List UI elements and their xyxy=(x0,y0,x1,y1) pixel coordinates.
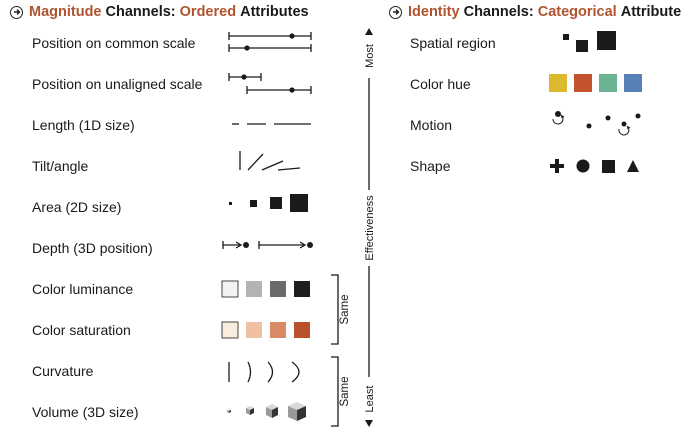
channel-label-color-hue: Color hue xyxy=(410,76,471,92)
luminance-swatch-2 xyxy=(246,281,262,297)
arrow-up-icon xyxy=(365,28,373,35)
glyph-curvature xyxy=(228,361,300,383)
header-identity-word: Identity xyxy=(408,4,460,20)
axis-label-most: Most xyxy=(364,44,376,68)
arrow-down-icon xyxy=(365,420,373,427)
arrow-right-circle-icon xyxy=(389,5,402,19)
header-categorical-word: Categorical xyxy=(537,4,617,20)
saturation-swatch-1 xyxy=(221,321,239,339)
luminance-swatch-4 xyxy=(294,281,310,297)
cube-icon xyxy=(246,406,254,415)
glyph-shape xyxy=(550,159,639,173)
channel-label-length: Length (1D size) xyxy=(32,117,135,133)
glyph-motion xyxy=(552,111,641,136)
cube-icon xyxy=(227,409,231,413)
saturation-swatch-4 xyxy=(294,322,310,338)
header-attributes-word: Attributes xyxy=(620,4,681,20)
cube-icon xyxy=(288,402,306,421)
luminance-swatch-3 xyxy=(270,281,286,297)
glyph-position-unaligned xyxy=(228,73,312,94)
channel-label-tilt: Tilt/angle xyxy=(32,158,89,174)
header-channels-word: Channels: xyxy=(105,4,176,20)
channel-label-depth: Depth (3D position) xyxy=(32,240,153,256)
glyph-color-hue xyxy=(549,74,642,92)
glyph-volume xyxy=(227,402,306,421)
channel-label-spatial-region: Spatial region xyxy=(410,35,496,51)
saturation-swatch-2 xyxy=(246,322,262,338)
circle-icon xyxy=(576,159,590,173)
hue-swatch-red xyxy=(574,74,592,92)
hue-swatch-yellow xyxy=(549,74,567,92)
bracket-label-same-1: Same xyxy=(339,294,351,324)
cube-icon xyxy=(266,404,278,418)
channel-label-area: Area (2D size) xyxy=(32,199,122,215)
glyph-tilt xyxy=(239,151,301,171)
channel-label-motion: Motion xyxy=(410,117,453,133)
hue-swatch-blue xyxy=(624,74,642,92)
glyph-luminance xyxy=(221,280,310,298)
channel-label-position-common: Position on common scale xyxy=(32,35,196,51)
channel-label-position-unaligned: Position on unaligned scale xyxy=(32,76,203,92)
channel-label-luminance: Color luminance xyxy=(32,281,134,297)
bracket-curvature-volume xyxy=(331,356,339,427)
channel-label-shape: Shape xyxy=(410,158,451,174)
effectiveness-axis xyxy=(365,28,373,427)
header-channels-word: Channels: xyxy=(463,4,534,20)
bracket-label-same-2: Same xyxy=(339,376,351,406)
axis-label-effectiveness: Effectiveness xyxy=(364,195,376,261)
glyph-position-common xyxy=(228,32,312,52)
glyph-saturation xyxy=(221,321,310,339)
axis-label-least: Least xyxy=(364,386,376,413)
header-attributes-word: Attributes xyxy=(240,4,309,20)
channel-label-volume: Volume (3D size) xyxy=(32,404,139,420)
header-magnitude-word: Magnitude xyxy=(29,4,102,20)
magnitude-header: Magnitude Channels: Ordered Attributes xyxy=(10,4,309,20)
saturation-swatch-3 xyxy=(270,322,286,338)
channel-label-saturation: Color saturation xyxy=(32,322,131,338)
bracket-luminance-saturation xyxy=(331,274,339,345)
luminance-swatch-1 xyxy=(221,280,239,298)
glyph-area xyxy=(229,194,308,212)
header-ordered-word: Ordered xyxy=(179,4,237,20)
channel-label-curvature: Curvature xyxy=(32,363,94,379)
arrow-right-circle-icon xyxy=(10,5,23,19)
glyph-depth xyxy=(222,241,313,249)
triangle-icon xyxy=(627,160,639,172)
plus-icon xyxy=(555,159,559,173)
square-icon xyxy=(602,160,615,173)
glyph-spatial-region xyxy=(563,31,616,52)
identity-header: Identity Channels: Categorical Attribute… xyxy=(389,4,681,20)
hue-swatch-green xyxy=(599,74,617,92)
